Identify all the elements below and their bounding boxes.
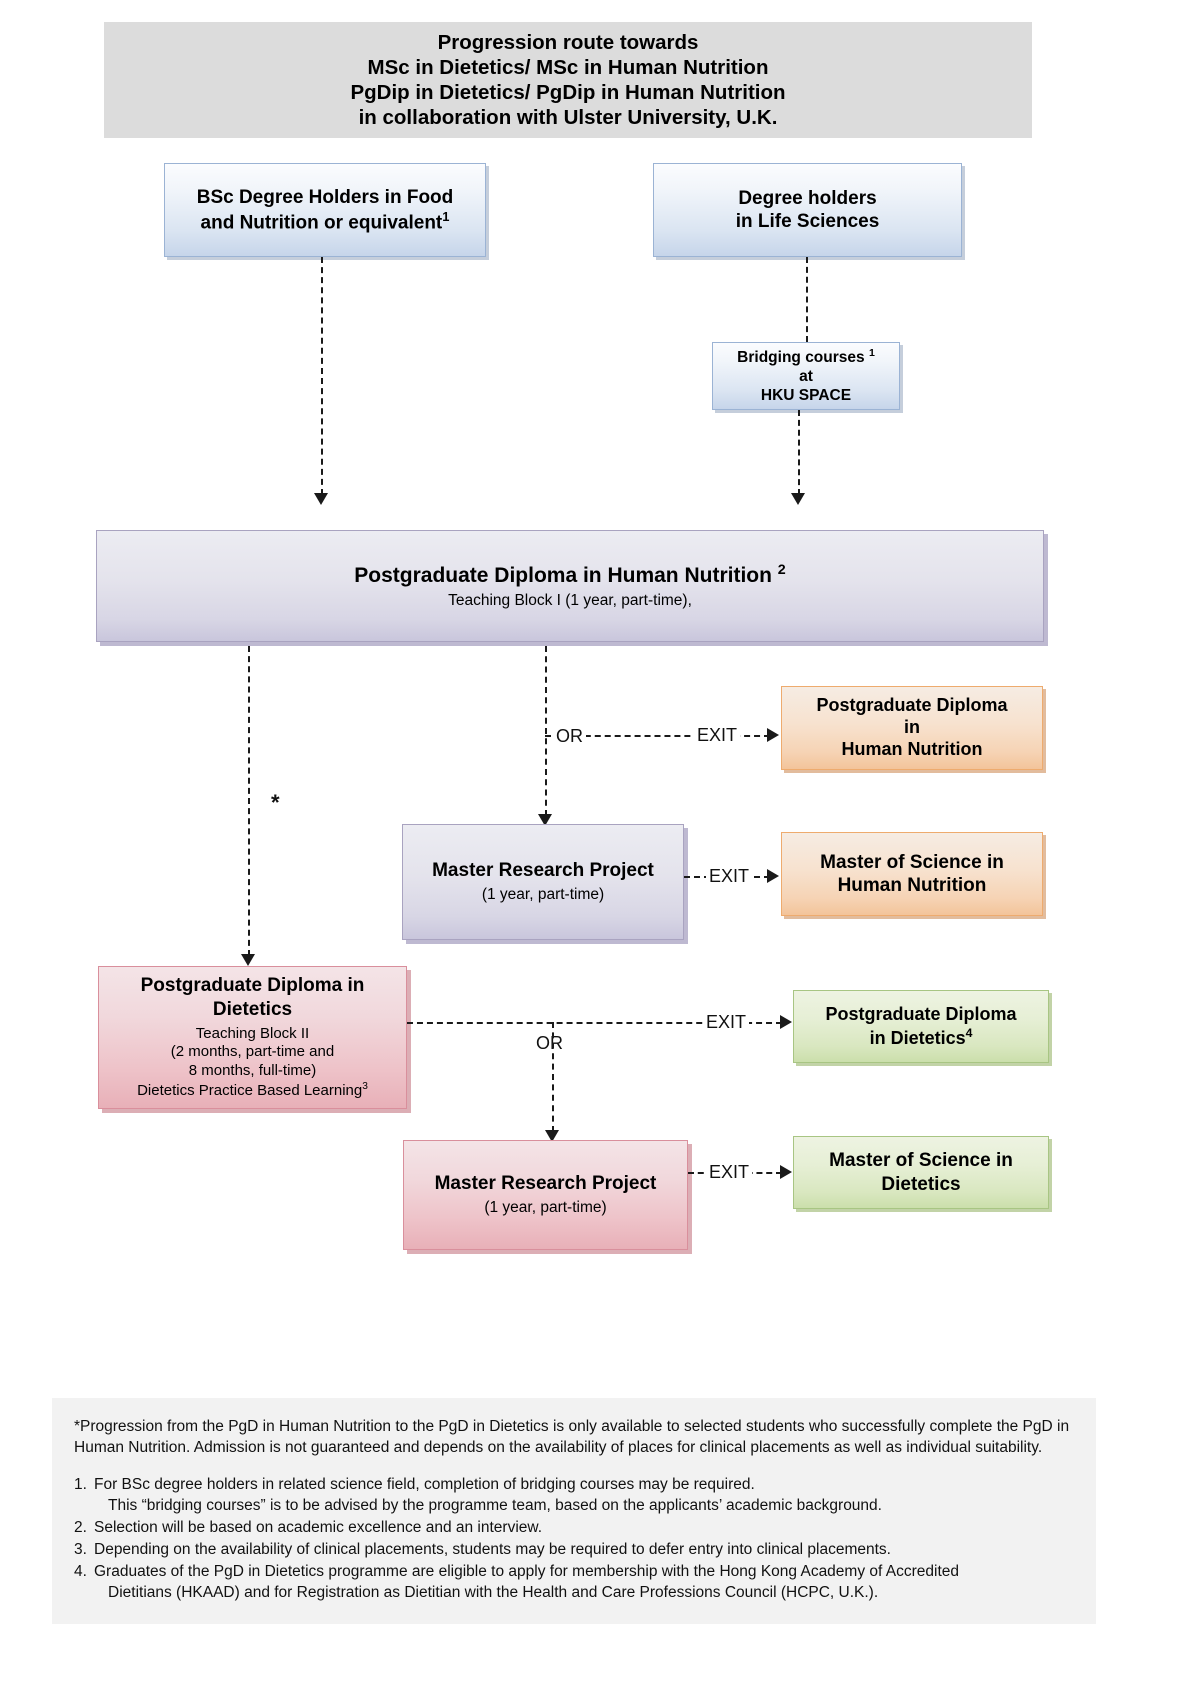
arrowhead-exit-pgd-diet [780, 1015, 792, 1029]
footnote-text-main: Depending on the availability of clinica… [94, 1541, 891, 1558]
label-exit-2: EXIT [706, 866, 753, 886]
title-line-1: Progression route towards [437, 31, 699, 54]
arrowhead-exit-msc-hn [767, 869, 779, 883]
footnote-text: Depending on the availability of clinica… [94, 1539, 1074, 1560]
title-line-4: in collaboration with Ulster University,… [358, 106, 778, 129]
node-exit-pgd-dietetics: Postgraduate Diploma in Dietetics4 [793, 990, 1049, 1063]
footnote-item: 2. Selection will be based on academic e… [74, 1517, 1074, 1538]
arrowhead-pgd-hn-to-mrp-hn [538, 814, 552, 826]
node-exit-pgd-human-nutrition: Postgraduate Diploma in Human Nutrition [781, 686, 1043, 770]
title-line-3: PgDip in Dietetics/ PgDip in Human Nutri… [350, 81, 786, 104]
node-bridging-superscript: 1 [868, 346, 875, 359]
footnote-text: For BSc degree holders in related scienc… [94, 1474, 1074, 1516]
node-exit-pgd-diet-superscript: 4 [965, 1025, 973, 1040]
node-pgd-hn-heading: Postgraduate Diploma in Human Nutrition [354, 563, 778, 587]
connector-bsc-to-pgd-hn [321, 257, 323, 495]
connector-pgd-hn-to-mrp-hn [545, 646, 547, 816]
node-bsc-line2: and Nutrition or equivalent [200, 212, 443, 234]
node-pgd-diet-sub3: 8 months, full-time) [188, 1062, 317, 1080]
node-exit-pgd-diet-line1: Postgraduate Diploma [825, 1003, 1017, 1024]
node-pgd-diet-sub4: Dietetics Practice Based Learning [137, 1081, 363, 1099]
arrowhead-bsc-to-pgd-hn [314, 493, 328, 505]
node-pgd-hn-subtitle: Teaching Block I (1 year, part-time), [448, 592, 692, 610]
label-exit-4: EXIT [706, 1162, 753, 1182]
footnote-text-main: For BSc degree holders in related scienc… [94, 1476, 755, 1493]
footnote-text-main: Graduates of the PgD in Dietetics progra… [94, 1563, 960, 1580]
footnote-number: 1. [74, 1476, 87, 1493]
footnote-text: Graduates of the PgD in Dietetics progra… [94, 1561, 1074, 1603]
node-pgd-human-nutrition: Postgraduate Diploma in Human Nutrition … [96, 530, 1044, 642]
footnotes-panel: *Progression from the PgD in Human Nutri… [52, 1398, 1096, 1624]
footnote-item: 1. For BSc degree holders in related sci… [74, 1474, 1074, 1516]
node-mrp-hn-subtitle: (1 year, part-time) [481, 886, 605, 904]
title-line-2: MSc in Dietetics/ MSc in Human Nutrition [367, 56, 769, 79]
connector-pgd-diet-to-mrp-diet [552, 1022, 554, 1132]
connector-pgd-hn-to-pgd-dietetics [248, 646, 250, 956]
node-exit-msc-diet-line2: Dietetics [881, 1173, 961, 1195]
node-pgd-dietetics: Postgraduate Diploma in Dietetics Teachi… [98, 966, 407, 1109]
footnote-text-continuation: Dietitians (HKAAD) and for Registration … [108, 1584, 879, 1601]
footnote-item: 3. Depending on the availability of clin… [74, 1539, 1074, 1560]
node-mrp-diet-heading: Master Research Project [434, 1173, 657, 1195]
node-exit-msc-dietetics: Master of Science in Dietetics [793, 1136, 1049, 1209]
node-pgd-diet-line2: Dietetics [212, 998, 293, 1020]
node-master-research-project-dietetics: Master Research Project (1 year, part-ti… [403, 1140, 688, 1250]
footnote-item: 4. Graduates of the PgD in Dietetics pro… [74, 1561, 1074, 1603]
footnote-number: 4. [74, 1563, 87, 1580]
node-pgd-diet-sub1: Teaching Block II [195, 1024, 310, 1042]
node-exit-pgd-hn-line3: Human Nutrition [841, 738, 983, 759]
footnote-text-continuation: This “bridging courses” is to be advised… [108, 1497, 882, 1514]
node-exit-pgd-hn-line2: in [904, 717, 920, 738]
connector-bridging-to-pgd-hn [798, 410, 800, 495]
label-exit-3: EXIT [703, 1012, 750, 1032]
node-degree-holders-life-sciences: Degree holders in Life Sciences [653, 163, 962, 257]
node-pgd-hn-superscript: 2 [777, 561, 786, 578]
node-exit-pgd-hn-line1: Postgraduate Diploma [816, 695, 1008, 716]
node-exit-msc-diet-line1: Master of Science in [829, 1150, 1013, 1172]
label-star-progression: * [271, 790, 280, 815]
arrowhead-exit-pgd-hn [767, 728, 779, 742]
node-master-research-project-hn: Master Research Project (1 year, part-ti… [402, 824, 684, 940]
node-life-sciences-line2: in Life Sciences [735, 211, 880, 232]
node-bridging-line1: Bridging courses [737, 348, 869, 366]
node-bsc-superscript: 1 [442, 208, 450, 224]
arrowhead-bridging-to-pgd-hn [791, 493, 805, 505]
connector-or-exit-pgd-hn [545, 735, 770, 737]
node-exit-msc-human-nutrition: Master of Science in Human Nutrition [781, 832, 1043, 916]
label-or-top: OR [553, 726, 586, 746]
footnote-list: 1. For BSc degree holders in related sci… [74, 1474, 1074, 1603]
node-exit-msc-hn-line1: Master of Science in [820, 851, 1004, 873]
arrowhead-pgd-diet-to-mrp-diet [545, 1130, 559, 1142]
footnote-text-main: Selection will be based on academic exce… [94, 1519, 543, 1536]
node-exit-msc-hn-line2: Human Nutrition [837, 875, 987, 896]
footnote-number: 2. [74, 1519, 87, 1536]
node-bridging-line2: at [799, 367, 813, 385]
footnote-number: 3. [74, 1541, 87, 1558]
node-pgd-diet-sub-superscript: 3 [362, 1080, 368, 1092]
node-mrp-diet-subtitle: (1 year, part-time) [484, 1199, 607, 1217]
footnote-text: Selection will be based on academic exce… [94, 1517, 1074, 1538]
node-mrp-hn-heading: Master Research Project [432, 860, 654, 882]
connector-life-sciences-to-bridging [806, 257, 808, 342]
label-exit-1: EXIT [694, 725, 741, 745]
node-bsc-line1: BSc Degree Holders in Food [196, 186, 454, 208]
label-or-bottom: OR [533, 1033, 566, 1053]
node-pgd-diet-line1: Postgraduate Diploma in [140, 975, 365, 997]
connector-pgd-diet-to-exit [407, 1022, 782, 1024]
arrowhead-exit-msc-diet [780, 1165, 792, 1179]
arrowhead-pgd-hn-to-pgd-dietetics [241, 954, 255, 966]
footnote-star-paragraph: *Progression from the PgD in Human Nutri… [74, 1418, 1070, 1456]
node-bridging-line3: HKU SPACE [760, 386, 852, 404]
node-life-sciences-line1: Degree holders [738, 187, 877, 209]
node-bridging-courses: Bridging courses 1 at HKU SPACE [712, 342, 900, 410]
node-pgd-diet-sub2: (2 months, part-time and [170, 1043, 335, 1061]
page-title: Progression route towards MSc in Dieteti… [104, 22, 1032, 138]
node-exit-pgd-diet-line2: in Dietetics [869, 1027, 966, 1048]
node-bsc-degree-holders: BSc Degree Holders in Food and Nutrition… [164, 163, 486, 257]
